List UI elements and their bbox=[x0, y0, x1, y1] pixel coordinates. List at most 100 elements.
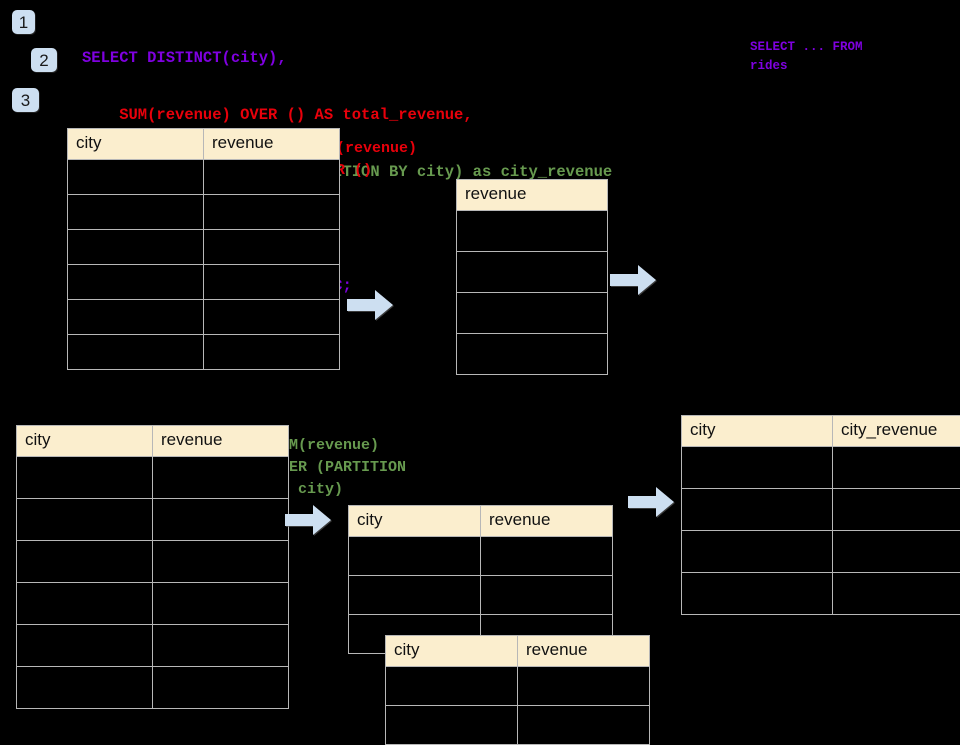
cell-city bbox=[68, 195, 204, 230]
cell-city-revenue bbox=[833, 489, 960, 531]
cell-city bbox=[68, 160, 204, 195]
cell-city-revenue bbox=[833, 447, 960, 489]
cell-revenue bbox=[153, 583, 289, 625]
cell-revenue bbox=[204, 335, 340, 370]
cell-revenue bbox=[153, 499, 289, 541]
annotation-sum-over-partition: SUM(revenue) OVER (PARTITION BY city) bbox=[271, 435, 406, 501]
total-revenue-table: revenue bbox=[456, 179, 608, 375]
table-row bbox=[457, 293, 608, 334]
cell-revenue bbox=[204, 195, 340, 230]
cell-city bbox=[68, 230, 204, 265]
annotation-select-from-rides: SELECT ... FROM rides bbox=[750, 38, 863, 76]
cell-city bbox=[68, 300, 204, 335]
cell-revenue bbox=[204, 300, 340, 335]
column-header-revenue: revenue bbox=[481, 506, 613, 537]
cell-revenue bbox=[204, 265, 340, 300]
column-header-revenue: revenue bbox=[204, 129, 340, 160]
arrow-source-to-partition bbox=[285, 505, 331, 535]
table-row bbox=[349, 576, 613, 615]
table-row bbox=[68, 265, 340, 300]
column-header-city: city bbox=[349, 506, 481, 537]
column-header-city: city bbox=[682, 416, 833, 447]
column-header-city-revenue: city_revenue bbox=[833, 416, 960, 447]
table-header-row: city revenue bbox=[68, 129, 340, 160]
cell-city bbox=[17, 667, 153, 709]
table-row bbox=[17, 625, 289, 667]
cell-revenue bbox=[153, 457, 289, 499]
rides-partition-source-table: city revenue bbox=[16, 425, 289, 709]
table-header-row: city revenue bbox=[17, 426, 289, 457]
step-badge-2-label: 2 bbox=[39, 52, 48, 69]
partition-group-b-table: city revenue bbox=[385, 635, 650, 745]
table-row bbox=[386, 706, 650, 745]
cell-revenue bbox=[457, 252, 608, 293]
cell-city bbox=[17, 583, 153, 625]
cell-city-revenue bbox=[833, 573, 960, 615]
sql-line-1: SELECT DISTINCT(city), bbox=[82, 48, 612, 69]
cell-revenue bbox=[481, 576, 613, 615]
cell-city bbox=[682, 531, 833, 573]
cell-city bbox=[682, 573, 833, 615]
step-badge-3: 3 bbox=[12, 88, 39, 112]
cell-revenue bbox=[457, 293, 608, 334]
table-row bbox=[457, 334, 608, 375]
arrow-partition-to-result bbox=[628, 487, 674, 517]
table-row bbox=[68, 160, 340, 195]
table-row bbox=[386, 667, 650, 706]
column-header-revenue: revenue bbox=[457, 180, 608, 211]
column-header-revenue: revenue bbox=[153, 426, 289, 457]
cell-revenue bbox=[204, 160, 340, 195]
partition-group-a-table: city revenue bbox=[348, 505, 613, 654]
cell-revenue bbox=[457, 334, 608, 375]
column-header-revenue: revenue bbox=[518, 636, 650, 667]
step-badge-3-label: 3 bbox=[21, 92, 30, 109]
cell-city bbox=[17, 625, 153, 667]
table-row bbox=[17, 457, 289, 499]
cell-revenue bbox=[457, 211, 608, 252]
table-row bbox=[349, 537, 613, 576]
cell-revenue bbox=[481, 537, 613, 576]
table-header-row: city revenue bbox=[386, 636, 650, 667]
cell-revenue bbox=[518, 706, 650, 745]
step-badge-2: 2 bbox=[31, 48, 57, 72]
cell-city bbox=[68, 335, 204, 370]
diagram-canvas: 1 2 3 SELECT DISTINCT(city), SUM(revenue… bbox=[0, 0, 960, 720]
table-row bbox=[682, 489, 960, 531]
result-city-revenue-table: city city_revenue bbox=[681, 415, 960, 615]
cell-city bbox=[68, 265, 204, 300]
table-row bbox=[457, 252, 608, 293]
table-row bbox=[17, 499, 289, 541]
table-row bbox=[68, 300, 340, 335]
cell-city-revenue bbox=[833, 531, 960, 573]
table-row bbox=[682, 447, 960, 489]
table-row bbox=[17, 541, 289, 583]
cell-revenue bbox=[153, 667, 289, 709]
table-row bbox=[682, 531, 960, 573]
table-row bbox=[682, 573, 960, 615]
cell-city bbox=[17, 541, 153, 583]
cell-city bbox=[682, 489, 833, 531]
table-row bbox=[68, 230, 340, 265]
cell-revenue bbox=[204, 230, 340, 265]
table-header-row: revenue bbox=[457, 180, 608, 211]
table-row bbox=[17, 667, 289, 709]
table-row bbox=[68, 335, 340, 370]
column-header-city: city bbox=[386, 636, 518, 667]
cell-city bbox=[349, 537, 481, 576]
table-row bbox=[17, 583, 289, 625]
table-header-row: city revenue bbox=[349, 506, 613, 537]
table-row bbox=[457, 211, 608, 252]
sql-line-2: SUM(revenue) OVER () AS total_revenue, bbox=[82, 105, 612, 126]
cell-revenue bbox=[153, 541, 289, 583]
arrow-source-to-total bbox=[347, 290, 393, 320]
cell-city bbox=[386, 667, 518, 706]
cell-city bbox=[17, 457, 153, 499]
table-header-row: city city_revenue bbox=[682, 416, 960, 447]
cell-revenue bbox=[518, 667, 650, 706]
step-badge-1-label: 1 bbox=[19, 14, 28, 31]
cell-revenue bbox=[153, 625, 289, 667]
arrow-total-to-result bbox=[610, 265, 656, 295]
step-badge-1: 1 bbox=[12, 10, 35, 34]
cell-city bbox=[682, 447, 833, 489]
cell-city bbox=[349, 576, 481, 615]
